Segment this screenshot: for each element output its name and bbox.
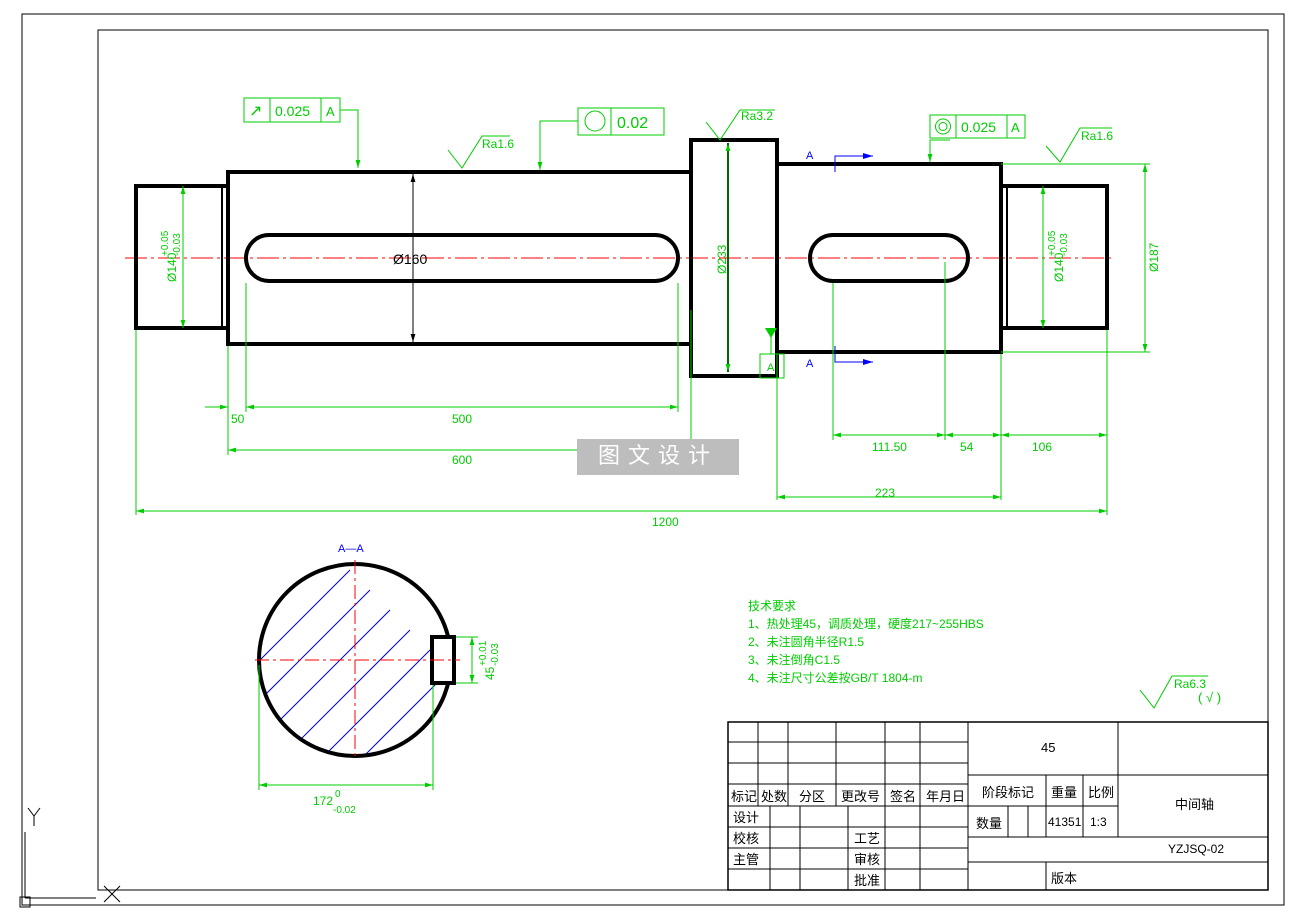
tb-version: 版本 <box>1051 871 1077 886</box>
tb-header-3: 更改号 <box>841 789 880 804</box>
dim-111-50: 111.50 <box>872 440 907 454</box>
tb-header-4: 签名 <box>890 789 916 804</box>
watermark: 图文设计 <box>577 439 739 475</box>
dia-140-left-lower: -0.03 <box>172 233 183 256</box>
title-block <box>727 721 1269 891</box>
dim-45-label: 45 <box>483 666 497 680</box>
dia-140-right-main: Ø140 <box>1052 252 1066 282</box>
section-arrow-bottom: A <box>806 346 873 370</box>
dia-233: Ø233 <box>715 244 729 274</box>
outer-frame <box>21 13 1285 906</box>
dia-140-right: Ø140 +0.05 -0.03 <box>1047 230 1070 282</box>
dia-187-label: Ø187 <box>1147 242 1161 272</box>
concentricity-value: 0.025 <box>961 119 996 135</box>
tb-header-0: 标记 <box>731 789 757 804</box>
dimension-lines <box>135 109 1208 709</box>
dia-140-right-upper: +0.05 <box>1047 230 1058 256</box>
tech-title: 技术要求 <box>748 599 796 613</box>
inner-frame <box>97 29 1269 891</box>
dim-172-upper: 0 <box>335 789 341 800</box>
tb-scale: 比例 <box>1088 785 1114 800</box>
tb-approve: 批准 <box>854 873 880 888</box>
tb-check: 校核 <box>733 831 759 846</box>
circularity-value: 0.02 <box>617 115 648 132</box>
concentricity-datum: A <box>1011 120 1020 135</box>
runout-frame: ↗ 0.025 A <box>243 97 341 123</box>
section-title: A—A <box>338 543 364 555</box>
dim-106: 106 <box>1032 440 1052 454</box>
tb-weight-value: 41351 <box>1048 815 1082 829</box>
tb-part-name: 中间轴 <box>1175 797 1214 812</box>
dia-140-left: Ø140 +0.05 -0.03 <box>160 230 183 282</box>
dim-223: 223 <box>875 486 895 500</box>
dimension-texts: 50 500 600 111.50 54 106 223 1200 <box>231 412 1052 529</box>
concentricity-icon <box>935 118 951 135</box>
runout-value: 0.025 <box>275 103 310 119</box>
dia-233-label: Ø233 <box>715 244 729 274</box>
tech-item-4: 4、未注尺寸公差按GB/T 1804-m <box>748 670 922 685</box>
runout-icon: ↗ <box>249 103 262 120</box>
roughness-4: Ra6.3 <box>1174 677 1206 691</box>
tb-weight: 重量 <box>1051 785 1077 800</box>
roughness-3: Ra1.6 <box>1081 129 1113 143</box>
tb-supervisor: 主管 <box>733 852 759 867</box>
tech-item-2: 2、未注圆角半径R1.5 <box>748 634 864 649</box>
dia-140-left-upper: +0.05 <box>160 230 171 256</box>
dia-140-right-lower: -0.03 <box>1059 233 1070 256</box>
tb-scale-value: 1:3 <box>1090 815 1107 829</box>
roughness-2: Ra3.2 <box>741 109 773 123</box>
tb-craft: 工艺 <box>854 831 880 846</box>
title-block-text: 45 标记 处数 分区 更改号 签名 年月日 设计 校核 主管 工艺 审核 批准… <box>731 740 1224 888</box>
datum-triangle <box>765 328 777 338</box>
runout-datum: A <box>326 104 335 119</box>
dia-140-left-main: Ø140 <box>165 252 179 282</box>
tb-material: 45 <box>1041 740 1055 755</box>
dim-45-group: 45 +0.01 -0.03 <box>478 640 501 680</box>
tb-header-1: 处数 <box>761 789 787 804</box>
section-view <box>255 560 478 790</box>
section-label-top: A <box>806 150 814 162</box>
section-arrow-top: A <box>806 150 873 172</box>
tech-requirements: 技术要求 1、热处理45，调质处理，硬度217~255HBS 2、未注圆角半径R… <box>748 599 984 685</box>
tb-header-2: 分区 <box>799 789 825 804</box>
roughness-1: Ra1.6 <box>482 137 514 151</box>
roughness-4-suffix: ( √ ) <box>1198 690 1221 705</box>
datum-label: A <box>767 362 775 374</box>
circularity-icon <box>584 110 606 132</box>
section-label-bottom: A <box>806 358 814 370</box>
dim-600: 600 <box>452 453 472 467</box>
dim-500: 500 <box>452 412 472 426</box>
tb-stage-mark: 阶段标记 <box>982 785 1034 800</box>
tb-drawing-number: YZJSQ-02 <box>1168 842 1224 856</box>
dia-187: Ø187 <box>1147 242 1161 272</box>
dia-160-label: Ø160 <box>393 251 427 267</box>
dim-45-lower: -0.03 <box>490 643 501 666</box>
tb-quantity: 数量 <box>976 816 1002 831</box>
tb-header-5: 年月日 <box>926 789 965 804</box>
ucs-icon <box>19 807 121 908</box>
dim-50: 50 <box>231 412 245 426</box>
tech-item-3: 3、未注倒角C1.5 <box>748 652 840 667</box>
dim-1200: 1200 <box>652 515 679 529</box>
dim-172: 172 <box>313 794 333 808</box>
dim-45-upper: +0.01 <box>478 640 489 666</box>
dim-172-lower: -0.02 <box>333 805 356 816</box>
tb-design: 设计 <box>733 810 759 825</box>
circularity-frame: 0.02 <box>577 107 665 136</box>
tech-item-1: 1、热处理45，调质处理，硬度217~255HBS <box>748 616 984 631</box>
dim-54: 54 <box>960 440 974 454</box>
concentricity-frame: 0.025 A <box>929 114 1026 139</box>
tb-review: 审核 <box>854 852 880 867</box>
